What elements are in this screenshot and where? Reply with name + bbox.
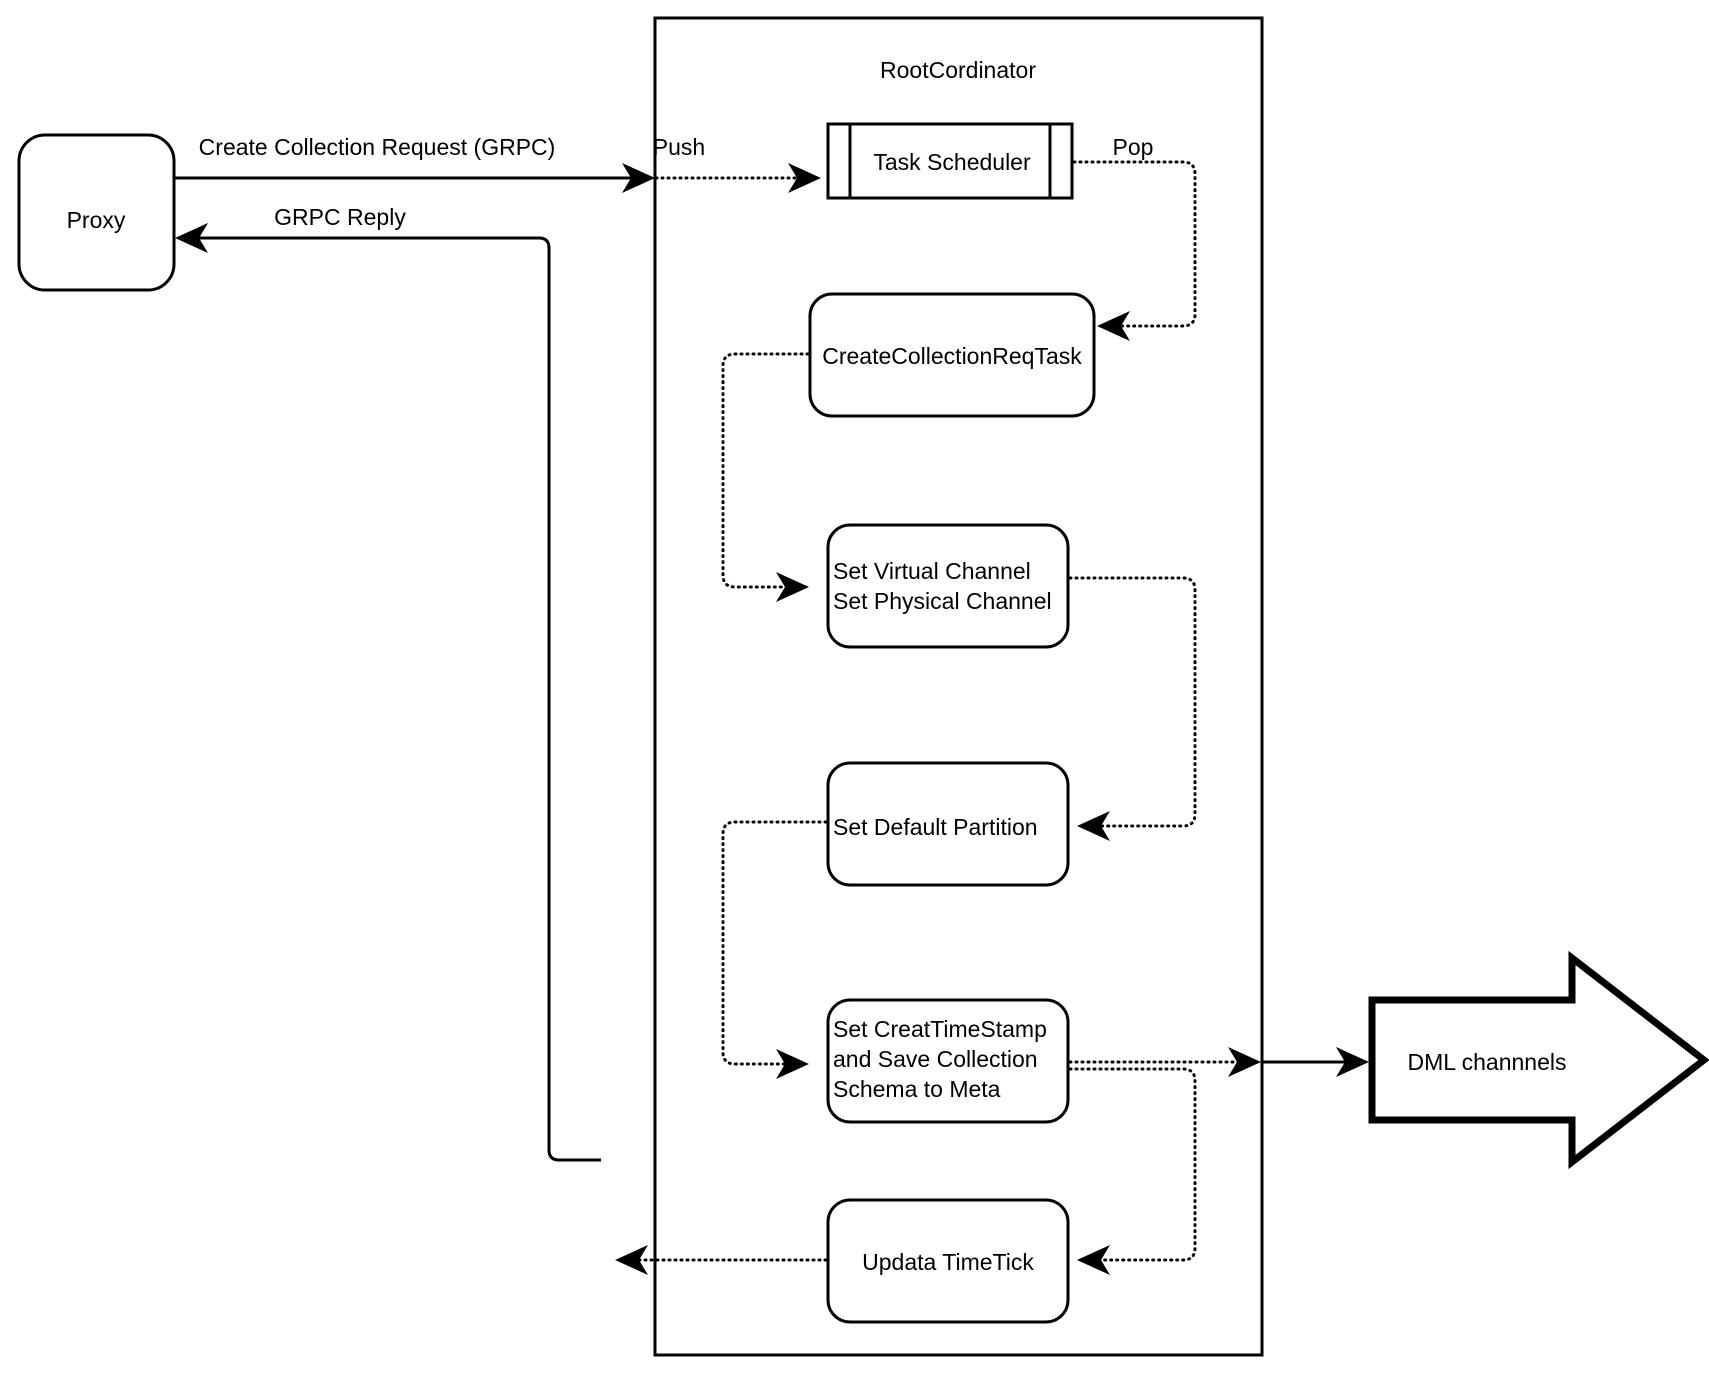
edge-grpc-reply: GRPC Reply — [175, 204, 601, 1162]
node-set-channels-label-line1: Set Virtual Channel — [833, 558, 1031, 584]
edge-label-push: Push — [653, 134, 705, 160]
edge-create-timestamp-to-update-timetick — [1068, 1067, 1197, 1275]
edge-create-collection-request: Create Collection Request (GRPC) — [174, 134, 655, 193]
rootcordinator-container: RootCordinator — [653, 16, 1264, 1357]
edge-push: Push — [653, 134, 821, 193]
node-proxy-label: Proxy — [67, 207, 126, 233]
node-dml-channels[interactable]: DML channnels — [1368, 950, 1709, 1170]
edge-default-partition-to-create-timestamp — [721, 820, 828, 1079]
node-dml-channels-label: DML channnels — [1408, 1049, 1567, 1075]
node-set-channels[interactable]: Set Virtual Channel Set Physical Channel — [826, 523, 1070, 649]
node-create-collection-req-task-label: CreateCollectionReqTask — [822, 343, 1082, 369]
node-set-create-timestamp-label-line2: and Save Collection — [833, 1046, 1038, 1072]
node-set-default-partition[interactable]: Set Default Partition — [826, 761, 1070, 887]
rootcordinator-label: RootCordinator — [880, 57, 1036, 83]
edge-label-grpc-reply: GRPC Reply — [274, 204, 406, 230]
edge-task-to-set-channels — [721, 352, 810, 602]
edge-label-pop: Pop — [1113, 134, 1154, 160]
node-update-timetick-label: Updata TimeTick — [862, 1249, 1034, 1275]
node-task-scheduler-label: Task Scheduler — [873, 149, 1031, 175]
node-set-create-timestamp[interactable]: Set CreatTimeStamp and Save Collection S… — [826, 998, 1070, 1124]
edge-set-channels-to-default-partition — [1068, 576, 1197, 841]
node-set-create-timestamp-label-line3: Schema to Meta — [833, 1076, 1001, 1102]
node-update-timetick[interactable]: Updata TimeTick — [826, 1198, 1070, 1324]
node-task-scheduler[interactable]: Task Scheduler — [826, 122, 1074, 200]
edge-label-create-collection-request: Create Collection Request (GRPC) — [199, 134, 556, 160]
node-proxy[interactable]: Proxy — [17, 133, 176, 292]
node-set-default-partition-label: Set Default Partition — [833, 814, 1038, 840]
node-create-collection-req-task[interactable]: CreateCollectionReqTask — [808, 292, 1096, 418]
node-set-channels-label-line2: Set Physical Channel — [833, 588, 1052, 614]
node-set-create-timestamp-label-line1: Set CreatTimeStamp — [833, 1016, 1047, 1042]
edge-pop: Pop — [1072, 134, 1197, 341]
